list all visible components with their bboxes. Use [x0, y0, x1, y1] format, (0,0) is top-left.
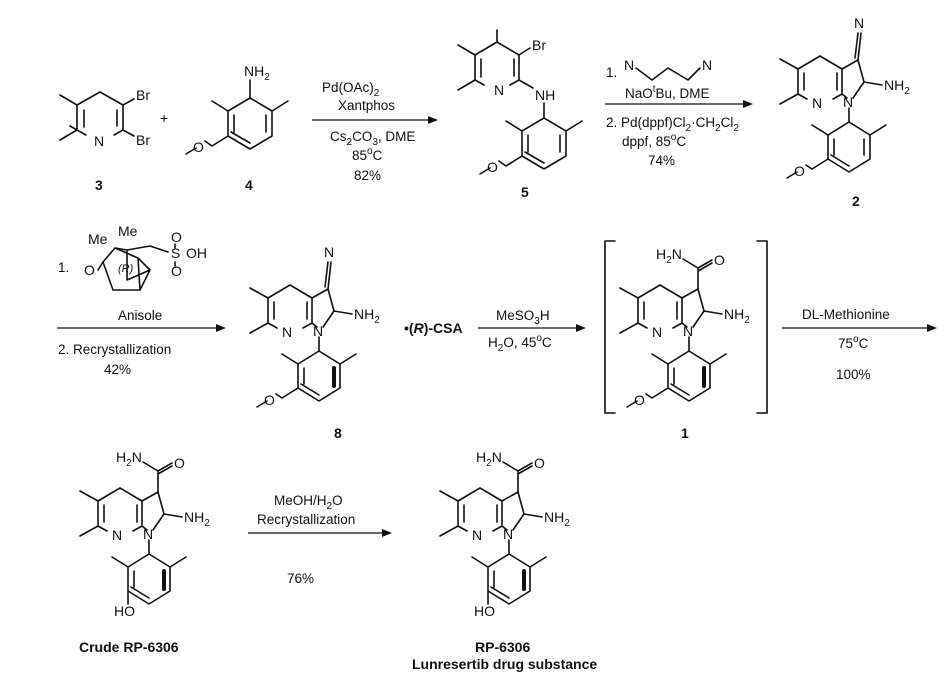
c8-o: O: [264, 392, 275, 408]
step4-above: MeSO3H: [496, 308, 550, 327]
step3-line2: 2. Recrystallization: [58, 342, 171, 357]
crude-n2: N: [143, 526, 153, 542]
step1-below-1: Cs2CO3, DME: [330, 129, 415, 148]
final-label-2: Lunresertib drug substance: [412, 656, 597, 672]
csa-o: O: [84, 262, 95, 278]
c3-n: N: [94, 133, 104, 149]
crude-ho: HO: [114, 603, 135, 619]
csa-so2: O: [171, 263, 182, 279]
step3-prefix: 1.: [58, 260, 69, 275]
step1-above-2: Xantphos: [338, 98, 395, 113]
step5-reagent: DL-Methionine: [802, 307, 890, 322]
step2-line4: dppf, 85oC: [622, 132, 686, 149]
compound-4: NH2 O 4: [185, 63, 289, 193]
step6-solvent: MeOH/H2O: [274, 493, 343, 512]
csa-me1: Me: [88, 231, 108, 247]
crude-amine: NH2: [184, 509, 210, 529]
crude-o-amide: O: [174, 455, 185, 471]
step4: MeSO3H H2O, 45oC: [478, 308, 586, 354]
c5-label: 5: [521, 184, 529, 200]
c4-o: O: [193, 139, 204, 155]
step2-yield: 74%: [648, 153, 675, 168]
step3: 1. Me Me O (R) S OH O O Anisole 2. Recry…: [57, 223, 226, 377]
csa-s: S: [171, 245, 180, 261]
c1-h2n: H2N: [656, 246, 682, 266]
c8-amine: NH2: [354, 306, 380, 326]
c4-n: NH2: [244, 63, 270, 83]
step5-temp: 75oC: [838, 334, 869, 351]
compound-2: N NH2 N N O 2: [779, 15, 910, 209]
step2: 1. N N NaOtBu, DME 2. Pd(dppf)Cl2·CH2Cl2…: [605, 57, 753, 168]
c1-amine: NH2: [724, 306, 750, 326]
c8-salt: •(R)-CSA: [404, 320, 463, 336]
step5: DL-Methionine 75oC 100%: [782, 307, 937, 382]
c1-o: O: [634, 392, 645, 408]
step6-yield: 76%: [287, 571, 314, 586]
c3-label: 3: [95, 177, 103, 193]
step1-yield: 82%: [354, 168, 381, 183]
csa-r: (R): [118, 263, 134, 275]
step6: MeOH/H2O Recrystallization 76%: [248, 493, 392, 586]
final-h2n: H2N: [476, 449, 502, 469]
c1-n1: N: [652, 324, 662, 340]
crude-label: Crude RP-6306: [79, 639, 179, 655]
compound-8: N NH2 N N O •(R)-CSA 8: [249, 244, 463, 441]
crude-n1: N: [112, 527, 122, 543]
crude-h2n: H2N: [116, 449, 142, 469]
final-o-amide: O: [534, 455, 545, 471]
final-n1: N: [472, 527, 482, 543]
c3-br2: Br: [136, 132, 150, 148]
step2-malononitrile-n1: N: [624, 57, 634, 73]
compound-rp6306: H2N O NH2 N N HO RP-6306 Lunresertib dru…: [412, 449, 597, 672]
c8-label: 8: [334, 425, 342, 441]
csa-oh: OH: [186, 245, 207, 261]
final-n2: N: [503, 526, 513, 542]
c5-o: O: [487, 159, 498, 175]
c8-n1: N: [282, 324, 292, 340]
compound-crude-rp6306: H2N O NH2 N N HO Crude RP-6306: [79, 449, 210, 655]
c5-n: N: [494, 82, 504, 98]
step3-solvent: Anisole: [118, 308, 162, 323]
final-amine: NH2: [544, 509, 570, 529]
c5-br: Br: [532, 37, 546, 53]
step2-malononitrile-n2: N: [702, 57, 712, 73]
compound-3: N Br Br 3: [59, 87, 150, 193]
c1-label: 1: [681, 425, 689, 441]
c1-n2: N: [683, 323, 693, 339]
c4-label: 4: [245, 177, 253, 193]
c8-cn-n: N: [324, 244, 334, 260]
step3-yield: 42%: [104, 362, 131, 377]
plus-sign: +: [160, 110, 168, 126]
compound-1: H2N O NH2 N N O 1: [604, 240, 768, 441]
c2-cn-n: N: [854, 15, 864, 31]
c2-n1: N: [812, 95, 822, 111]
step5-yield: 100%: [836, 367, 871, 382]
csa-me2: Me: [118, 223, 138, 239]
step2-line1: 1.: [606, 65, 617, 80]
step2-line2: NaOtBu, DME: [625, 84, 710, 101]
compound-5: N Br NH O 5: [457, 29, 583, 200]
c3-br1: Br: [136, 87, 150, 103]
csa-so1: O: [171, 229, 182, 245]
c2-o: O: [794, 163, 805, 179]
c2-n2: N: [843, 94, 853, 110]
step1: Pd(OAc)2 Xantphos Cs2CO3, DME 85oC 82%: [312, 80, 438, 183]
step6-recrystallization: Recrystallization: [257, 512, 355, 527]
step2-line3: 2. Pd(dppf)Cl2·CH2Cl2: [606, 115, 739, 134]
c8-n2: N: [313, 323, 323, 339]
c1-o-amide: O: [714, 252, 725, 268]
c2-amine: NH2: [884, 77, 910, 97]
step1-above-1: Pd(OAc)2: [322, 80, 380, 99]
c5-nh: NH: [535, 87, 555, 103]
final-label: RP-6306: [475, 639, 530, 655]
final-ho: HO: [474, 603, 495, 619]
c2-label: 2: [852, 193, 860, 209]
step4-below: H2O, 45oC: [488, 333, 552, 354]
step1-below-2: 85oC: [352, 146, 383, 163]
